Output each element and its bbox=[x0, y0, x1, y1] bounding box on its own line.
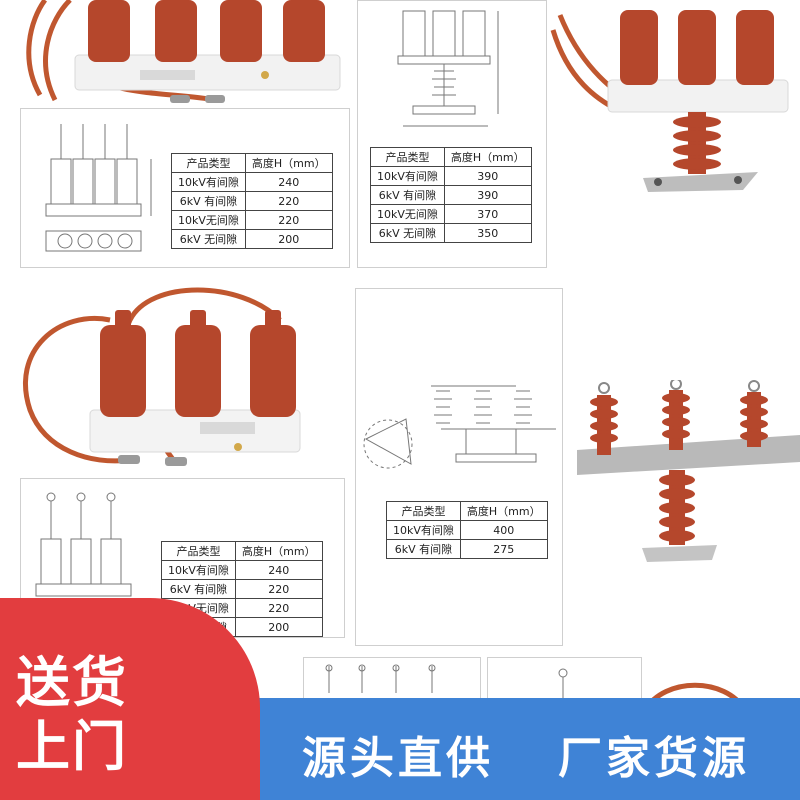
product-photo-top-right bbox=[548, 0, 800, 200]
arrester-image-2 bbox=[550, 10, 789, 192]
dimension-drawing bbox=[397, 10, 499, 127]
arrester-image-4 bbox=[577, 378, 800, 562]
delivery-badge: 送货 上门 bbox=[0, 598, 260, 800]
col-height: 高度H（mm） bbox=[244, 153, 333, 173]
dimension-drawing bbox=[45, 124, 152, 252]
col-product-type: 产品类型 bbox=[161, 541, 236, 561]
arrester-image-3 bbox=[23, 287, 301, 466]
col-product-type: 产品类型 bbox=[370, 147, 445, 167]
product-photo-middle-right bbox=[572, 378, 800, 570]
dimension-drawing bbox=[363, 385, 556, 469]
col-product-type: 产品类型 bbox=[386, 501, 461, 521]
col-height: 高度H（mm） bbox=[234, 541, 323, 561]
col-height: 高度H（mm） bbox=[459, 501, 548, 521]
badge-line-2: 上门 bbox=[16, 715, 128, 778]
product-photo-top-left bbox=[0, 0, 350, 110]
dimension-drawing bbox=[558, 668, 568, 698]
col-product-type: 产品类型 bbox=[171, 153, 246, 173]
dimension-drawing bbox=[325, 664, 436, 693]
col-height: 高度H（mm） bbox=[443, 147, 532, 167]
arrester-image-1 bbox=[26, 0, 341, 103]
product-photo-middle-left bbox=[0, 280, 350, 480]
slogan-source-direct: 源头直供 bbox=[302, 733, 494, 784]
slogan-factory-goods: 厂家货源 bbox=[558, 733, 750, 784]
badge-line-1: 送货 bbox=[16, 651, 128, 714]
